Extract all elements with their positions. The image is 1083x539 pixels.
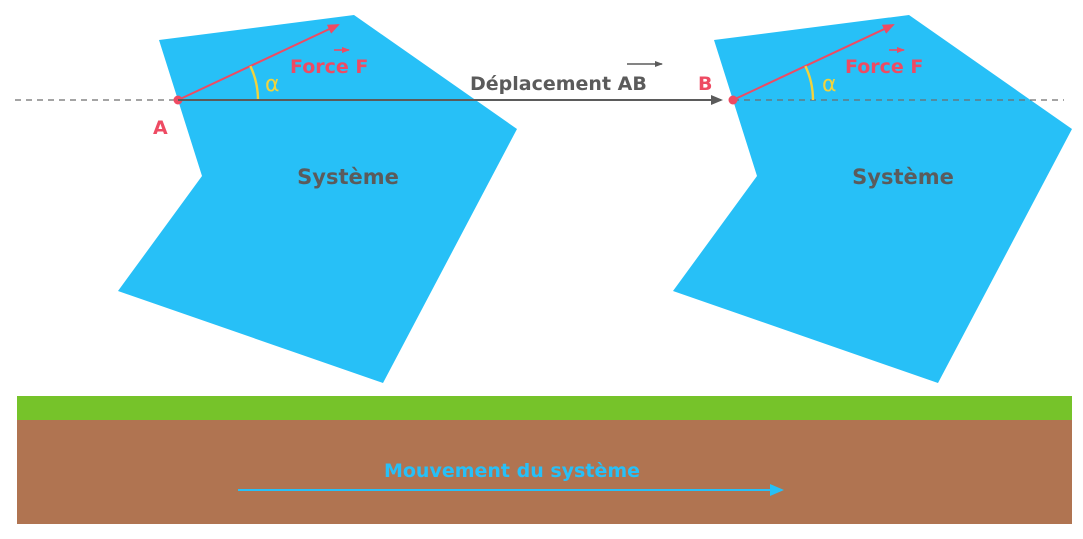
system-at-b: α Force F Système B — [673, 15, 1072, 383]
point-b-marker — [728, 95, 738, 105]
system-at-a: α Force F Système A — [15, 15, 517, 383]
angle-label: α — [265, 72, 280, 97]
grass-strip — [17, 396, 1072, 420]
force-arrow-icon — [177, 24, 340, 101]
system-label: Système — [297, 165, 399, 189]
soil-block — [17, 420, 1072, 524]
system-label: Système — [852, 165, 954, 189]
system-shape — [118, 15, 517, 383]
angle-arc — [804, 65, 815, 101]
force-label: Force F — [845, 56, 923, 78]
force-label: Force F — [290, 56, 368, 78]
point-a-label: A — [153, 117, 168, 139]
point-b-label: B — [698, 73, 712, 95]
ground: Mouvement du système — [17, 396, 1072, 524]
angle-label: α — [822, 72, 837, 97]
displacement-label: Déplacement AB — [470, 73, 647, 95]
movement-label: Mouvement du système — [384, 460, 640, 482]
force-arrow-icon — [732, 24, 895, 101]
system-shape — [673, 15, 1072, 383]
displacement: Déplacement AB — [178, 61, 723, 105]
angle-arc — [249, 65, 260, 101]
